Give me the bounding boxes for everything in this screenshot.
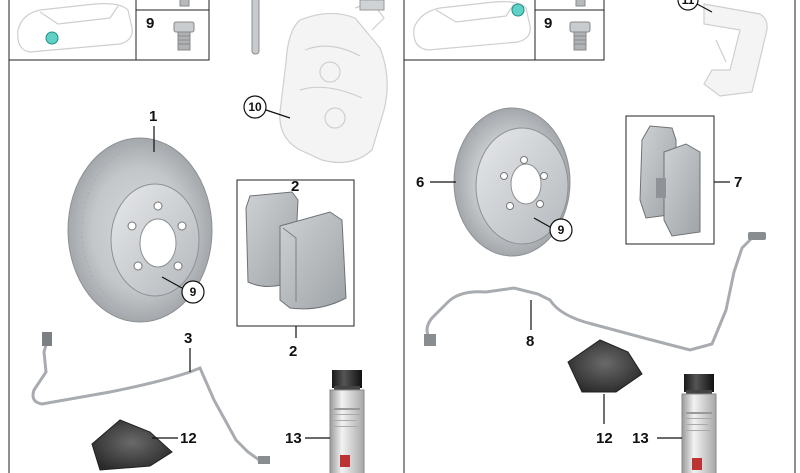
callout-rear-disc-bolt: 9 [558,223,565,237]
left-inset-table: 9 [8,0,210,61]
grease-sachet-right [567,339,643,393]
rear-brake-disc [453,107,571,257]
front-wear-sensor [31,332,270,464]
rear-wear-sensor [424,232,766,352]
spray-can-left [329,370,365,473]
callout-spray-left: 13 [285,430,302,447]
rear-pads-box [625,115,715,245]
callout-front-pads: 2 [291,178,299,195]
inset-key-label: 9 [544,15,552,32]
inset-key-label: 9 [146,15,154,32]
bracket-sketch [703,3,768,97]
right-inset-table: 9 [403,0,605,61]
left-panel: 9 10 [8,0,388,473]
callout-grease-right: 12 [596,430,613,447]
callout-rear-wear-sensor: 8 [526,333,534,350]
callout-rear-pads: 7 [734,174,742,191]
callout-front-wear-sensor: 3 [184,330,192,347]
callout-front-disc: 1 [149,108,157,125]
callout-grease-left: 12 [180,430,197,447]
inset-bolt-icon [173,0,195,51]
callout-caliper: 10 [248,100,262,114]
callout-rear-disc: 6 [416,174,424,191]
panel-borders [8,0,796,473]
callout-front-pads-bottom: 2 [289,343,297,360]
guide-pin-icon [251,0,260,55]
inset-bolt-icon [569,0,591,51]
callout-spray-right: 13 [632,430,649,447]
front-brake-disc [67,137,213,323]
callout-bracket: 11 [682,0,695,7]
spray-can-right [681,374,717,473]
grease-sachet-left [91,419,173,471]
caliper-sketch [279,0,388,163]
front-pads-box [236,179,355,327]
car-sketch-icon [413,1,531,51]
right-panel: 9 11 6 [403,0,768,473]
car-sketch-icon [17,3,133,53]
callout-front-disc-bolt: 9 [190,285,197,299]
